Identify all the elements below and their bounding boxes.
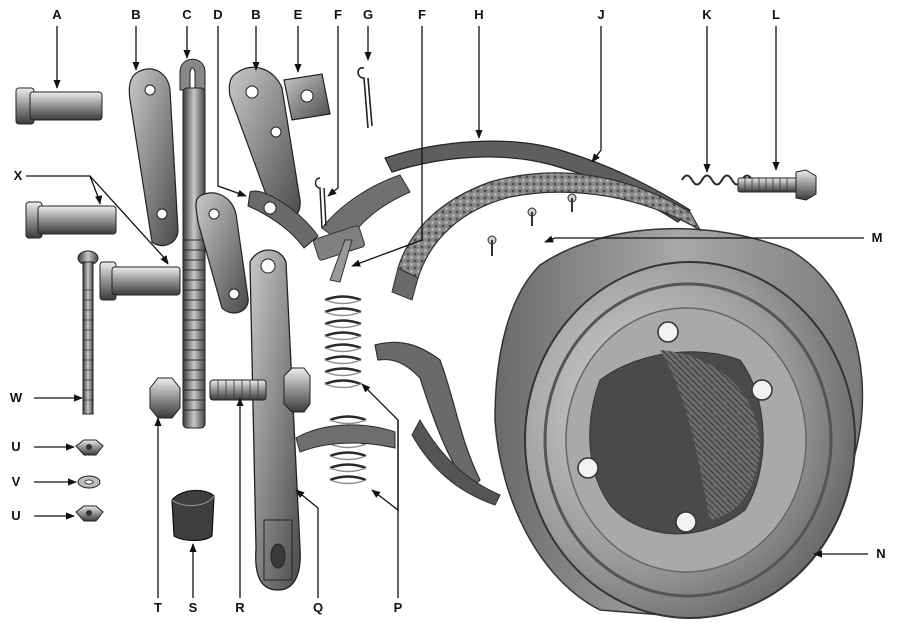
leader-j bbox=[591, 26, 602, 163]
link-d bbox=[195, 192, 249, 314]
label-m: M bbox=[871, 230, 883, 245]
cotter-pin-g bbox=[357, 67, 373, 129]
label-b-left: B bbox=[131, 7, 141, 22]
leader-p-upper bbox=[361, 383, 399, 598]
label-l: L bbox=[772, 7, 780, 22]
label-w: W bbox=[9, 390, 23, 405]
adjuster-bracket bbox=[295, 239, 396, 453]
leader-p-lower bbox=[371, 420, 399, 512]
label-s: S bbox=[188, 600, 198, 615]
label-c: C bbox=[182, 7, 192, 22]
label-j: J bbox=[597, 7, 605, 22]
label-a: A bbox=[52, 7, 62, 22]
link-b-right bbox=[228, 66, 319, 249]
leader-x bbox=[26, 175, 101, 203]
leader-f-left bbox=[327, 26, 339, 197]
spring-upper bbox=[324, 295, 362, 389]
nut-u-upper bbox=[75, 439, 104, 456]
leader-d bbox=[217, 26, 247, 197]
label-d: D bbox=[213, 7, 223, 22]
nut-u-lower bbox=[75, 505, 104, 522]
nut-right bbox=[283, 367, 311, 413]
label-e: E bbox=[293, 7, 303, 22]
band-rivets bbox=[487, 193, 577, 256]
label-g: G bbox=[362, 7, 374, 22]
label-q: Q bbox=[312, 600, 324, 615]
label-x: X bbox=[13, 168, 23, 183]
block-s bbox=[171, 489, 215, 542]
brake-drum bbox=[494, 227, 864, 619]
label-v: V bbox=[11, 474, 21, 489]
bolt-w bbox=[77, 250, 99, 415]
washer-v bbox=[77, 475, 101, 489]
pin-x-lower bbox=[99, 261, 181, 301]
leader-f-right bbox=[351, 26, 423, 267]
brake-band bbox=[313, 140, 702, 506]
lever-q bbox=[249, 249, 301, 591]
leader-m bbox=[544, 235, 864, 243]
cotter-pin-f bbox=[314, 177, 327, 229]
link-b-left bbox=[128, 68, 179, 247]
block-e bbox=[283, 73, 331, 121]
nut-t bbox=[149, 377, 181, 419]
label-p: P bbox=[393, 600, 403, 615]
eye-rod-c bbox=[179, 58, 206, 429]
pin-a bbox=[15, 87, 103, 125]
bolt-l bbox=[737, 169, 817, 201]
label-h: H bbox=[474, 7, 484, 22]
stud-r bbox=[209, 379, 267, 401]
label-k: K bbox=[702, 7, 712, 22]
label-f-left: F bbox=[334, 7, 342, 22]
label-n: N bbox=[876, 546, 886, 561]
label-u-lower: U bbox=[11, 508, 21, 523]
label-b-right: B bbox=[251, 7, 261, 22]
pin-x-upper bbox=[25, 201, 117, 239]
leader-x-2 bbox=[89, 175, 169, 263]
leader-lines bbox=[26, 26, 868, 598]
label-f-right: F bbox=[418, 7, 426, 22]
label-u-upper: U bbox=[11, 439, 21, 454]
label-t: T bbox=[154, 600, 162, 615]
leader-q bbox=[295, 489, 319, 598]
label-r: R bbox=[235, 600, 245, 615]
